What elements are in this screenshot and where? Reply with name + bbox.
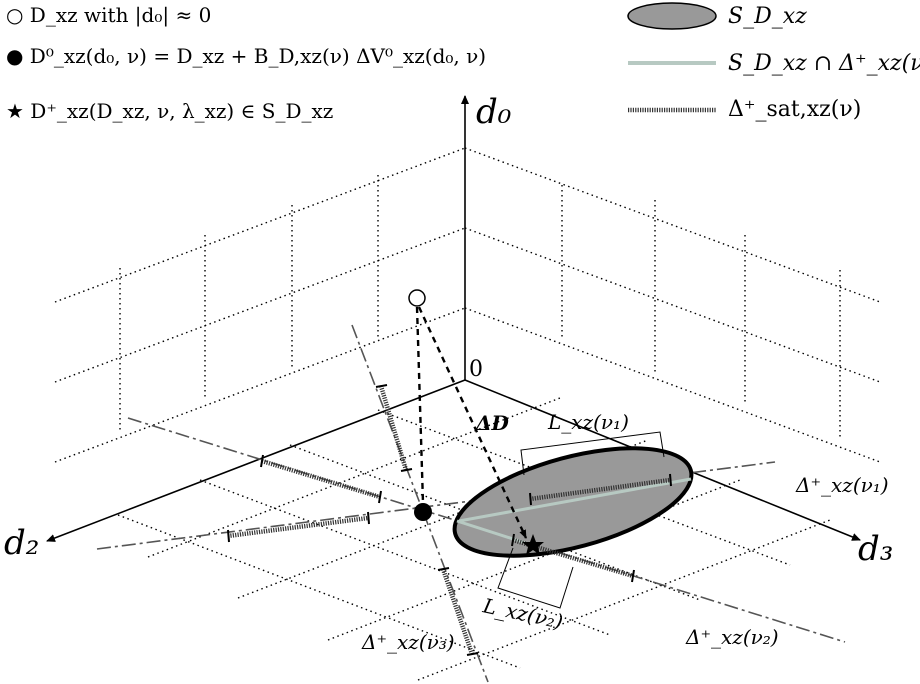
d0-axis-label: d₀ — [476, 92, 512, 132]
legend-ellipse-label: S_D_xz — [728, 4, 807, 29]
dotted-grid — [54, 147, 881, 681]
star-point — [522, 534, 544, 555]
filled-circle-point — [414, 503, 432, 521]
length-brackets — [497, 431, 665, 609]
delta-nu1-label: Δ⁺_xz(ν₁) — [795, 473, 889, 497]
dashed-connectors — [415, 306, 528, 539]
legend-open-circle: ○ D_xz with |d₀| ≈ 0 — [6, 3, 211, 28]
origin-label: 0 — [469, 357, 483, 382]
L1-label: L_xz(ν₁) — [547, 410, 629, 434]
legend-right: S_D_xz S_D_xz ∩ Δ⁺_xz(ν) Δ⁺_sat,xz(ν) — [627, 2, 920, 122]
feasible-ellipse — [452, 446, 694, 558]
delta-d-label: ΔD — [475, 411, 510, 435]
legend-star: ★ D⁺_xz(D_xz, ν, λ_xz) ∈ S_D_xz — [6, 99, 333, 123]
delta-nu3-label: Δ⁺_xz(ν₃) — [361, 630, 455, 654]
legend-ellipse-swatch — [627, 2, 717, 30]
L1-bracket — [520, 431, 665, 476]
d2-axis — [46, 379, 466, 542]
L2-label: L_xz(ν₂) — [480, 593, 565, 634]
intersection-segments — [456, 477, 692, 548]
open-circle-point — [408, 289, 426, 307]
legend-intersection-label: S_D_xz ∩ Δ⁺_xz(ν) — [728, 51, 920, 76]
saturation-segments — [227, 385, 671, 655]
legend-saturation-label: Δ⁺_sat,xz(ν) — [728, 97, 861, 122]
delta-nu3-line — [351, 324, 489, 683]
tick-marks — [227, 384, 672, 656]
legend-filled-circle: ● D⁰_xz(d₀, ν) = D_xz + B_D,xz(ν) ΔV⁰_xz… — [6, 44, 486, 68]
d3-axis-label: d₃ — [858, 529, 893, 569]
d2-axis-label: d₂ — [4, 523, 39, 563]
legend-left: ○ D_xz with |d₀| ≈ 0 ● D⁰_xz(d₀, ν) = D_… — [6, 3, 486, 123]
L2-bracket — [497, 547, 574, 609]
axes — [46, 95, 861, 542]
delta-nu2-label: Δ⁺_xz(ν₂) — [685, 625, 779, 649]
